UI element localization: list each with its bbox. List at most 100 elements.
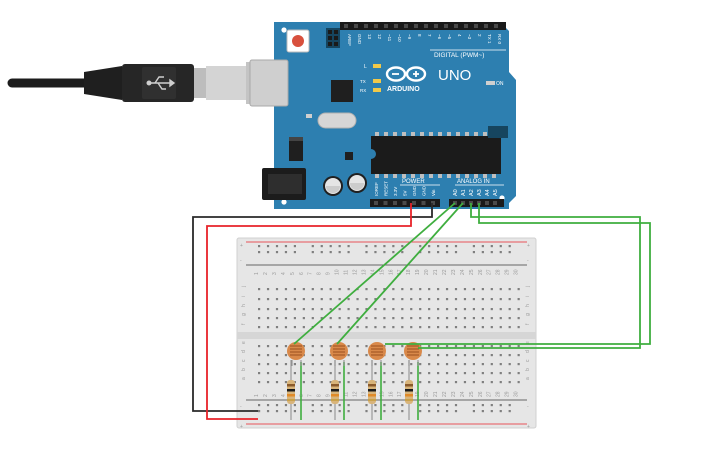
rail-hole[interactable]: [499, 404, 502, 407]
terminal-hole[interactable]: [347, 345, 350, 348]
terminal-hole[interactable]: [490, 317, 493, 320]
terminal-hole[interactable]: [293, 326, 296, 329]
terminal-hole[interactable]: [347, 288, 350, 291]
terminal-hole[interactable]: [445, 372, 449, 375]
terminal-hole[interactable]: [428, 317, 431, 320]
terminal-hole[interactable]: [302, 326, 305, 329]
terminal-hole[interactable]: [365, 345, 368, 348]
rail-hole[interactable]: [347, 404, 350, 407]
terminal-hole[interactable]: [320, 345, 323, 348]
resistor[interactable]: [405, 360, 413, 420]
wire-ground-black[interactable]: [192, 203, 433, 412]
rail-hole[interactable]: [365, 410, 368, 413]
terminal-hole[interactable]: [401, 308, 404, 311]
rail-hole[interactable]: [481, 251, 484, 254]
pin-socket[interactable]: [494, 24, 498, 28]
terminal-hole[interactable]: [445, 345, 449, 348]
pin-socket[interactable]: [474, 24, 478, 28]
terminal-hole[interactable]: [437, 381, 440, 384]
rail-hole[interactable]: [490, 410, 493, 413]
terminal-hole[interactable]: [445, 326, 449, 329]
pin-socket[interactable]: [484, 24, 488, 28]
rail-hole[interactable]: [392, 251, 395, 254]
wire-a3-green[interactable]: [385, 203, 651, 345]
terminal-hole[interactable]: [320, 288, 323, 291]
terminal-hole[interactable]: [490, 326, 493, 329]
rail-hole[interactable]: [258, 251, 261, 254]
rail-hole[interactable]: [320, 245, 323, 248]
terminal-hole[interactable]: [517, 345, 520, 348]
terminal-hole[interactable]: [517, 326, 520, 329]
terminal-hole[interactable]: [463, 326, 467, 329]
pin-socket[interactable]: [444, 24, 448, 28]
rail-hole[interactable]: [329, 245, 332, 248]
terminal-hole[interactable]: [517, 354, 520, 357]
terminal-hole[interactable]: [428, 345, 431, 348]
pin-socket[interactable]: [393, 201, 397, 205]
rail-hole[interactable]: [481, 245, 484, 248]
terminal-hole[interactable]: [445, 317, 449, 320]
pin-socket[interactable]: [493, 201, 497, 205]
terminal-hole[interactable]: [329, 298, 332, 301]
photoresistor[interactable]: [287, 342, 305, 366]
terminal-hole[interactable]: [258, 381, 261, 384]
rail-hole[interactable]: [508, 404, 511, 407]
resistor[interactable]: [287, 360, 295, 420]
terminal-hole[interactable]: [302, 308, 305, 311]
terminal-hole[interactable]: [419, 308, 422, 311]
terminal-hole[interactable]: [490, 345, 493, 348]
rail-hole[interactable]: [392, 245, 395, 248]
terminal-hole[interactable]: [401, 354, 404, 357]
rail-hole[interactable]: [445, 404, 449, 407]
terminal-hole[interactable]: [481, 381, 484, 384]
terminal-hole[interactable]: [320, 308, 323, 311]
terminal-hole[interactable]: [374, 298, 377, 301]
terminal-hole[interactable]: [258, 308, 261, 311]
terminal-hole[interactable]: [266, 298, 270, 301]
terminal-hole[interactable]: [490, 308, 493, 311]
rail-hole[interactable]: [320, 404, 323, 407]
terminal-hole[interactable]: [445, 381, 449, 384]
terminal-hole[interactable]: [383, 372, 386, 375]
rail-hole[interactable]: [329, 410, 332, 413]
terminal-hole[interactable]: [419, 326, 422, 329]
terminal-hole[interactable]: [454, 298, 458, 301]
terminal-hole[interactable]: [392, 372, 395, 375]
rail-hole[interactable]: [428, 404, 431, 407]
terminal-hole[interactable]: [356, 381, 359, 384]
terminal-hole[interactable]: [401, 288, 404, 291]
rail-hole[interactable]: [481, 404, 484, 407]
terminal-hole[interactable]: [347, 326, 350, 329]
terminal-hole[interactable]: [490, 381, 493, 384]
terminal-hole[interactable]: [490, 354, 493, 357]
terminal-hole[interactable]: [374, 288, 377, 291]
terminal-hole[interactable]: [284, 354, 288, 357]
terminal-hole[interactable]: [428, 326, 431, 329]
pin-socket[interactable]: [454, 24, 458, 28]
rail-hole[interactable]: [490, 245, 493, 248]
terminal-hole[interactable]: [275, 288, 279, 291]
terminal-hole[interactable]: [472, 288, 475, 291]
wire-a2-green[interactable]: [418, 203, 641, 349]
terminal-hole[interactable]: [508, 363, 511, 366]
terminal-hole[interactable]: [293, 317, 296, 320]
terminal-hole[interactable]: [463, 288, 467, 291]
terminal-hole[interactable]: [338, 372, 341, 375]
terminal-hole[interactable]: [329, 363, 332, 366]
terminal-hole[interactable]: [508, 288, 511, 291]
pin-socket[interactable]: [364, 24, 368, 28]
terminal-hole[interactable]: [383, 298, 386, 301]
rail-hole[interactable]: [258, 410, 261, 413]
terminal-hole[interactable]: [481, 326, 484, 329]
terminal-hole[interactable]: [437, 288, 440, 291]
rail-hole[interactable]: [347, 245, 350, 248]
reset-button[interactable]: [286, 29, 310, 53]
terminal-hole[interactable]: [347, 372, 350, 375]
terminal-hole[interactable]: [311, 317, 314, 320]
wire-a0-green[interactable]: [293, 202, 456, 345]
terminal-hole[interactable]: [302, 288, 305, 291]
terminal-hole[interactable]: [481, 308, 484, 311]
digital-pin-header[interactable]: [340, 22, 506, 30]
rail-hole[interactable]: [481, 410, 484, 413]
terminal-hole[interactable]: [302, 317, 305, 320]
